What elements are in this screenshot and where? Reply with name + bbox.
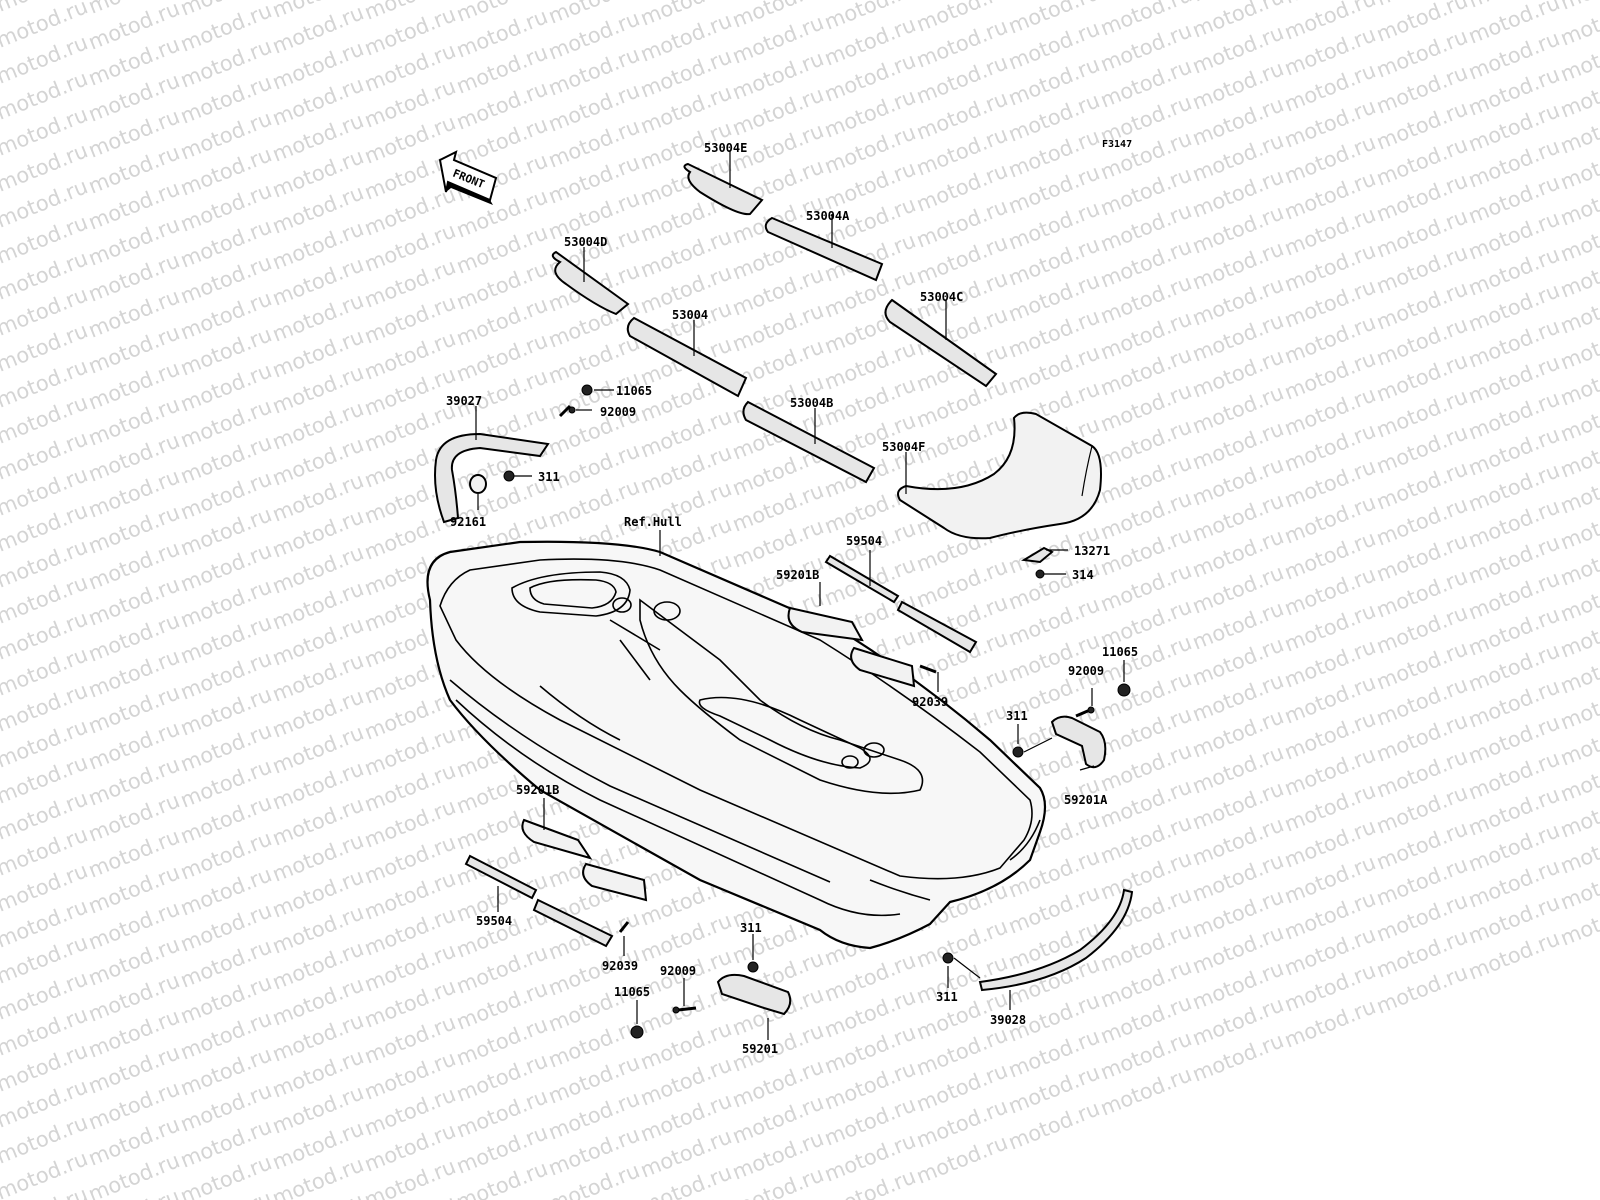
hull — [426, 540, 1047, 950]
mat-53004B — [742, 400, 876, 484]
part-label: 11065 — [614, 985, 650, 999]
part-label: 53004D — [564, 235, 607, 249]
part-label: 39028 — [990, 1013, 1026, 1027]
screw-92039b-icon — [618, 921, 630, 933]
rail-39028 — [978, 888, 1134, 992]
part-label: 92009 — [660, 964, 696, 978]
part-label: 59201B — [516, 783, 559, 797]
part-label: 311 — [740, 921, 762, 935]
mat-53004A — [764, 216, 884, 282]
clip-13271-icon — [1021, 546, 1054, 564]
part-label: 11065 — [616, 384, 652, 398]
nut-311b-icon — [1012, 746, 1024, 758]
part-label: 53004A — [806, 209, 850, 223]
mat-53004 — [626, 316, 748, 398]
part-label: 92039 — [912, 695, 948, 709]
guard-59201A — [1050, 715, 1107, 769]
front-arrow-icon: FRONT — [438, 150, 498, 205]
mat-53004C — [884, 298, 998, 388]
nut-314-icon — [1035, 569, 1045, 579]
part-label: 92039 — [602, 959, 638, 973]
part-label: 53004C — [920, 290, 963, 304]
bolt-92009b-icon — [1075, 706, 1095, 718]
nut-311a-icon — [503, 470, 515, 482]
plate-59201B-left — [521, 818, 648, 902]
part-label: 311 — [538, 470, 560, 484]
watermark-text: motod.ru — [1557, 0, 1600, 15]
diagram-code: F3147 — [1102, 139, 1132, 150]
part-labels: 53004E 53004A 53004D 53004C 53004 53004B… — [446, 141, 1138, 1056]
bolt-92009a-icon — [558, 404, 576, 418]
plate-59504-right — [824, 554, 978, 654]
part-label: 13271 — [1074, 544, 1110, 558]
nut-311d-icon — [942, 952, 954, 964]
fastener-cap-11065a-icon — [581, 384, 593, 396]
part-label: 53004B — [790, 396, 833, 410]
plug-92161-icon — [469, 474, 487, 494]
part-label: 53004 — [672, 308, 708, 322]
part-label: 59504 — [846, 534, 882, 548]
mat-53004E — [683, 162, 764, 216]
guard-59201 — [716, 973, 792, 1016]
part-label: 92009 — [1068, 664, 1104, 678]
plate-59201B-right — [787, 606, 916, 688]
part-label: 39027 — [446, 394, 482, 408]
part-label: 53004F — [882, 440, 925, 454]
reference-label: Ref.Hull — [624, 515, 682, 529]
part-label: 53004E — [704, 141, 747, 155]
part-label: 92009 — [600, 405, 636, 419]
part-label: 311 — [1006, 709, 1028, 723]
part-label: 92161 — [450, 515, 486, 529]
bolt-92009c-icon — [672, 1006, 697, 1014]
cap-11065b-icon — [1117, 683, 1131, 697]
nut-311c-icon — [747, 961, 759, 973]
part-label: 59201B — [776, 568, 819, 582]
mat-53004D — [551, 250, 630, 316]
part-label: 311 — [936, 990, 958, 1004]
part-label: 59201 — [742, 1042, 778, 1056]
mat-53004F — [897, 411, 1102, 540]
part-label: 314 — [1072, 568, 1094, 582]
part-label: 59504 — [476, 914, 512, 928]
part-label: 59201A — [1064, 793, 1108, 807]
bumper-39027 — [434, 432, 550, 524]
part-label: 11065 — [1102, 645, 1138, 659]
plate-59504-left — [464, 854, 614, 948]
screw-92039a-icon — [919, 664, 937, 674]
leader-lines — [475, 150, 1125, 1040]
cap-11065c-icon — [630, 1025, 644, 1039]
